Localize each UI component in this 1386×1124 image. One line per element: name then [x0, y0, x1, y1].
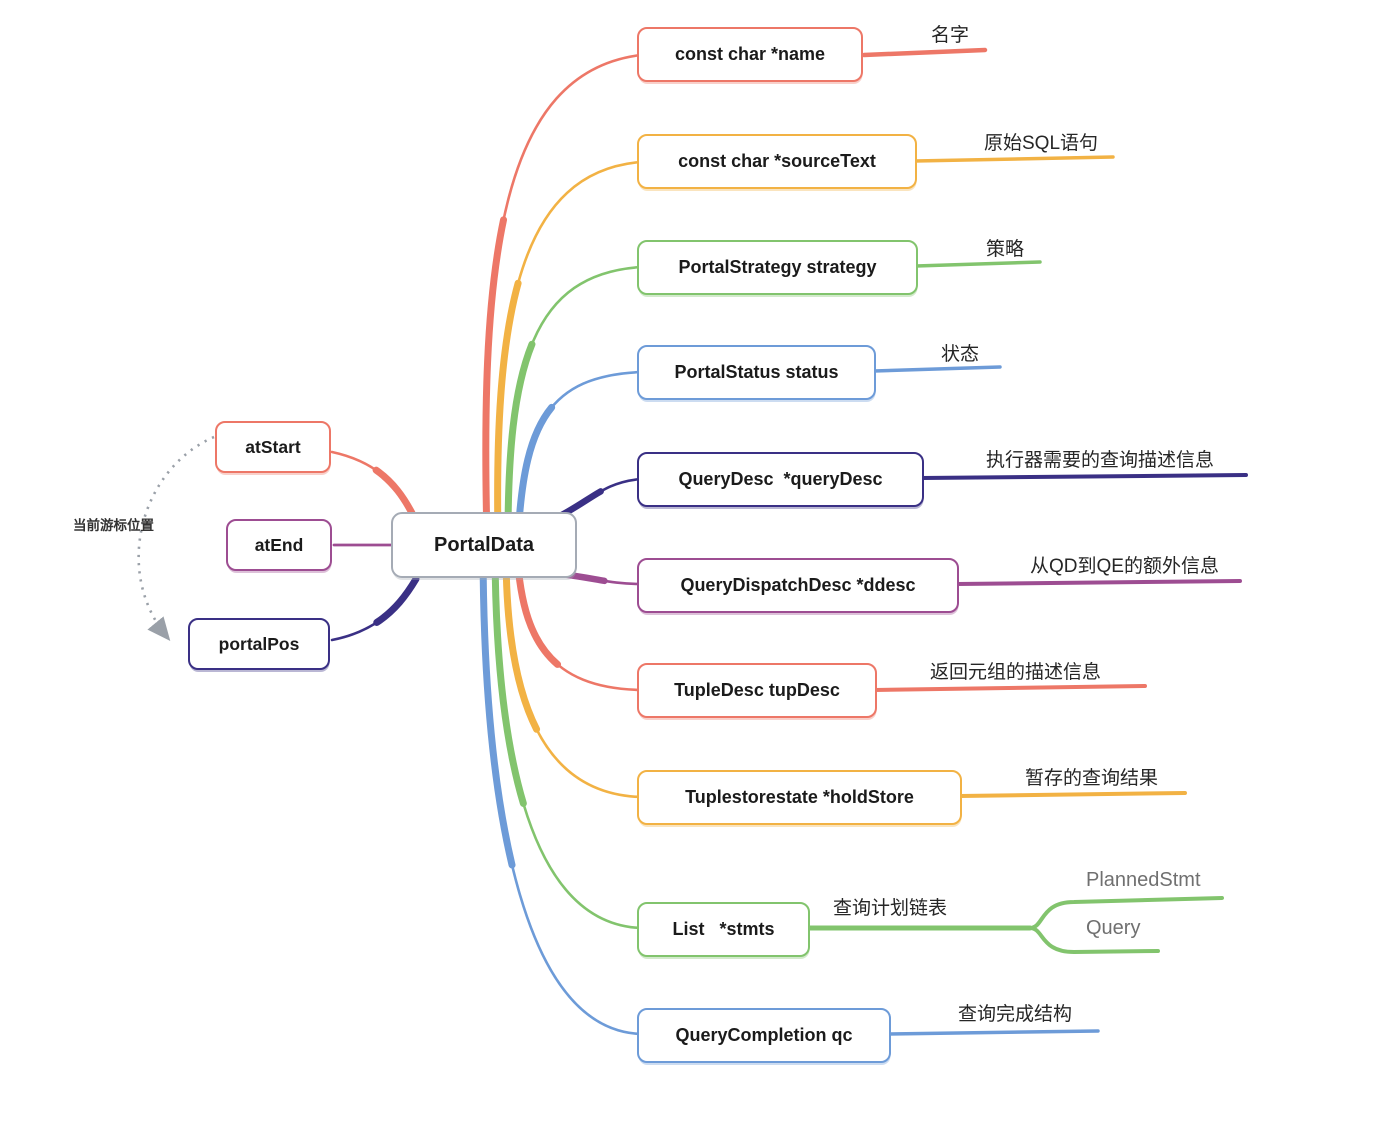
left-branch-curves	[328, 448, 420, 644]
node-portaldata-label: PortalData	[433, 533, 535, 556]
node-atstart[interactable]: atStart	[215, 421, 331, 473]
node-holdstore-label: Tuplestorestate *holdStore	[685, 787, 914, 807]
node-tupdesc-label: TupleDesc tupDesc	[674, 680, 840, 700]
desc-status[interactable]: 状态	[941, 344, 980, 365]
node-sourcetext-label: const char *sourceText	[678, 151, 876, 171]
desc-qc[interactable]: 查询完成结构	[958, 1004, 1073, 1025]
node-querydesc-label: QueryDesc *queryDesc	[678, 469, 883, 489]
node-atstart-label: atStart	[245, 436, 301, 457]
center-branch-curves	[479, 51, 645, 1038]
node-query[interactable]: Query	[1086, 917, 1141, 939]
node-strategy-label: PortalStrategy strategy	[678, 257, 877, 277]
node-querydesc[interactable]: QueryDesc *queryDesc	[637, 452, 924, 507]
node-atend-label: atEnd	[254, 534, 304, 555]
node-stmts[interactable]: List *stmts	[637, 902, 810, 957]
node-ddesc-label: QueryDispatchDesc *ddesc	[680, 575, 916, 595]
desc-ddesc[interactable]: 从QD到QE的额外信息	[1030, 556, 1219, 577]
node-name[interactable]: const char *name	[637, 27, 863, 82]
branch-label-lines	[805, 47, 1248, 1036]
node-ddesc[interactable]: QueryDispatchDesc *ddesc	[637, 558, 959, 613]
cursor-position-annotation: 当前游标位置	[73, 518, 154, 533]
node-status-label: PortalStatus status	[674, 362, 839, 382]
node-portaldata[interactable]: PortalData	[391, 512, 577, 578]
desc-strategy[interactable]: 策略	[986, 239, 1025, 260]
desc-stmts[interactable]: 查询计划链表	[833, 898, 948, 919]
node-qc-label: QueryCompletion qc	[675, 1025, 853, 1045]
node-strategy[interactable]: PortalStrategy strategy	[637, 240, 918, 295]
stmts-fork-lines	[1028, 896, 1224, 955]
node-portalpos-label: portalPos	[218, 633, 300, 654]
desc-holdstore[interactable]: 暂存的查询结果	[1025, 768, 1159, 789]
node-qc[interactable]: QueryCompletion qc	[637, 1008, 891, 1063]
node-holdstore[interactable]: Tuplestorestate *holdStore	[637, 770, 962, 825]
node-name-label: const char *name	[674, 44, 826, 64]
desc-name[interactable]: 名字	[931, 25, 970, 46]
desc-querydesc[interactable]: 执行器需要的查询描述信息	[986, 450, 1215, 471]
node-sourcetext[interactable]: const char *sourceText	[637, 134, 917, 189]
desc-tupdesc[interactable]: 返回元组的描述信息	[930, 662, 1102, 683]
node-portalpos[interactable]: portalPos	[188, 618, 330, 670]
node-tupdesc[interactable]: TupleDesc tupDesc	[637, 663, 877, 718]
node-stmts-label: List *stmts	[672, 919, 775, 939]
node-plannedstmt[interactable]: PlannedStmt	[1086, 869, 1201, 891]
node-atend[interactable]: atEnd	[226, 519, 332, 571]
node-status[interactable]: PortalStatus status	[637, 345, 876, 400]
desc-sourcetext[interactable]: 原始SQL语句	[984, 133, 1099, 154]
cursor-position-arrow	[137, 435, 215, 642]
